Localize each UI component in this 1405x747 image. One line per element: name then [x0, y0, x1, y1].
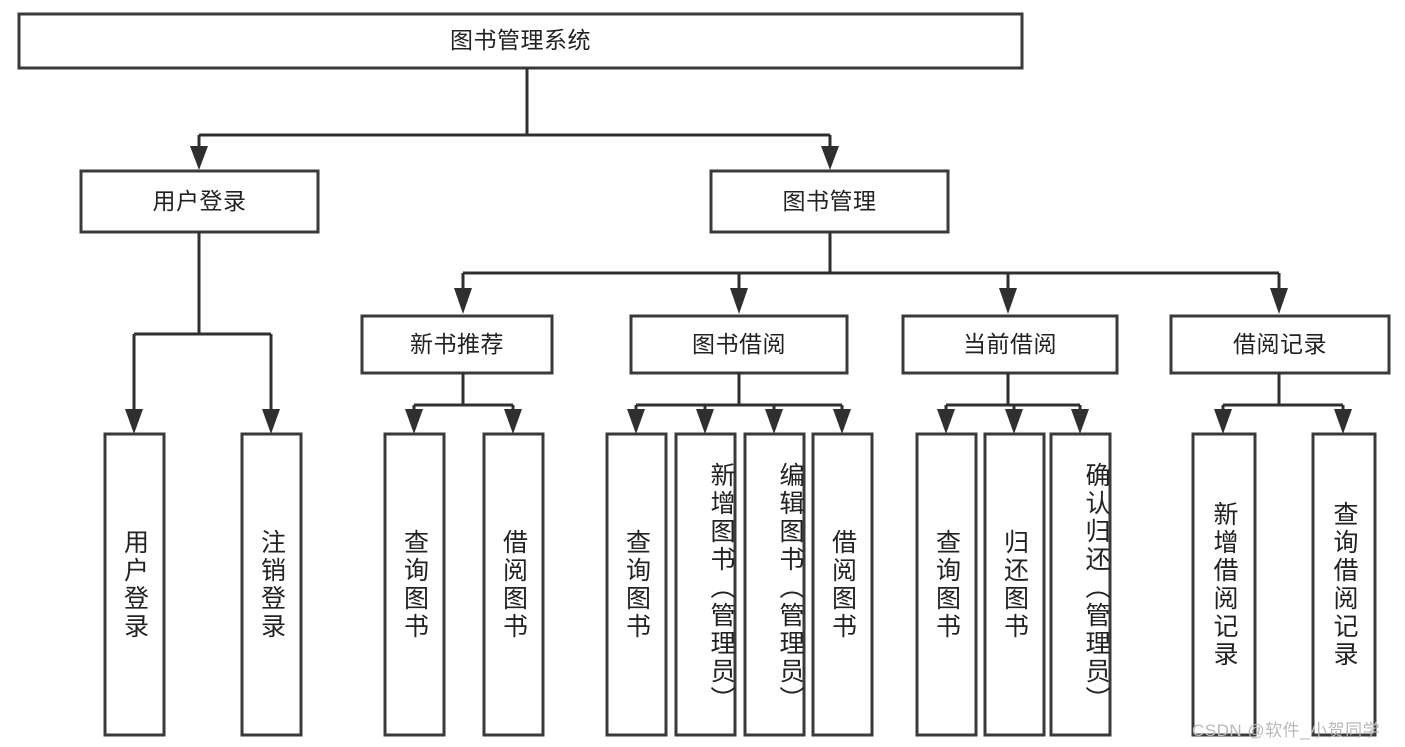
node-leaf-borrow-book-nbr[interactable] [482, 432, 545, 737]
arrow-root-to-user-login [190, 146, 208, 170]
node-root-book-management-system[interactable] [17, 12, 1024, 70]
node-leaf-add-borrow-record[interactable] [1191, 432, 1257, 737]
node-leaf-query-book-bb[interactable] [605, 432, 668, 737]
node-current-borrow[interactable] [901, 314, 1119, 375]
node-leaf-logout[interactable] [240, 432, 303, 737]
node-leaf-query-book-nbr[interactable] [383, 432, 446, 737]
node-leaf-query-borrow-record[interactable] [1311, 432, 1377, 737]
arrow-bb-leaf-3 [765, 409, 783, 434]
node-leaf-query-book-cb[interactable] [915, 432, 978, 737]
arrow-bm-to-current-borrow [999, 288, 1017, 314]
node-leaf-confirm-return-admin[interactable] [1049, 432, 1112, 737]
arrow-bb-leaf-2 [696, 409, 714, 434]
csdn-watermark: CSDN @软件_小贺同学 [1192, 721, 1381, 740]
arrow-nbr-leaf-2 [504, 409, 522, 434]
arrow-bm-to-borrow-record [1270, 288, 1288, 314]
node-leaf-user-login[interactable] [103, 432, 166, 737]
arrow-cb-leaf-1 [937, 409, 955, 434]
node-new-book-recommend[interactable] [360, 314, 554, 375]
arrow-cb-leaf-3 [1071, 409, 1089, 434]
arrow-user-login-leaf-1 [125, 409, 143, 434]
node-leaf-return-book[interactable] [983, 432, 1046, 737]
arrow-bm-to-new-book [454, 288, 472, 314]
arrow-br-leaf-2 [1334, 409, 1352, 434]
node-user-login[interactable] [79, 169, 320, 234]
arrow-br-leaf-1 [1214, 409, 1232, 434]
node-book-management[interactable] [709, 169, 950, 234]
arrow-bb-leaf-1 [627, 409, 645, 434]
arrow-nbr-leaf-1 [405, 409, 423, 434]
arrow-bm-to-book-borrow [730, 288, 748, 314]
node-leaf-borrow-book-bb[interactable] [811, 432, 874, 737]
arrow-user-login-leaf-2 [262, 409, 280, 434]
node-leaf-edit-book-admin[interactable] [743, 432, 806, 737]
node-book-borrow[interactable] [629, 314, 849, 375]
arrow-bb-leaf-4 [833, 409, 851, 434]
arrow-cb-leaf-2 [1005, 409, 1023, 434]
node-leaf-add-book-admin[interactable] [674, 432, 737, 737]
node-borrow-record[interactable] [1169, 314, 1391, 375]
arrow-root-to-book-management [821, 146, 839, 170]
